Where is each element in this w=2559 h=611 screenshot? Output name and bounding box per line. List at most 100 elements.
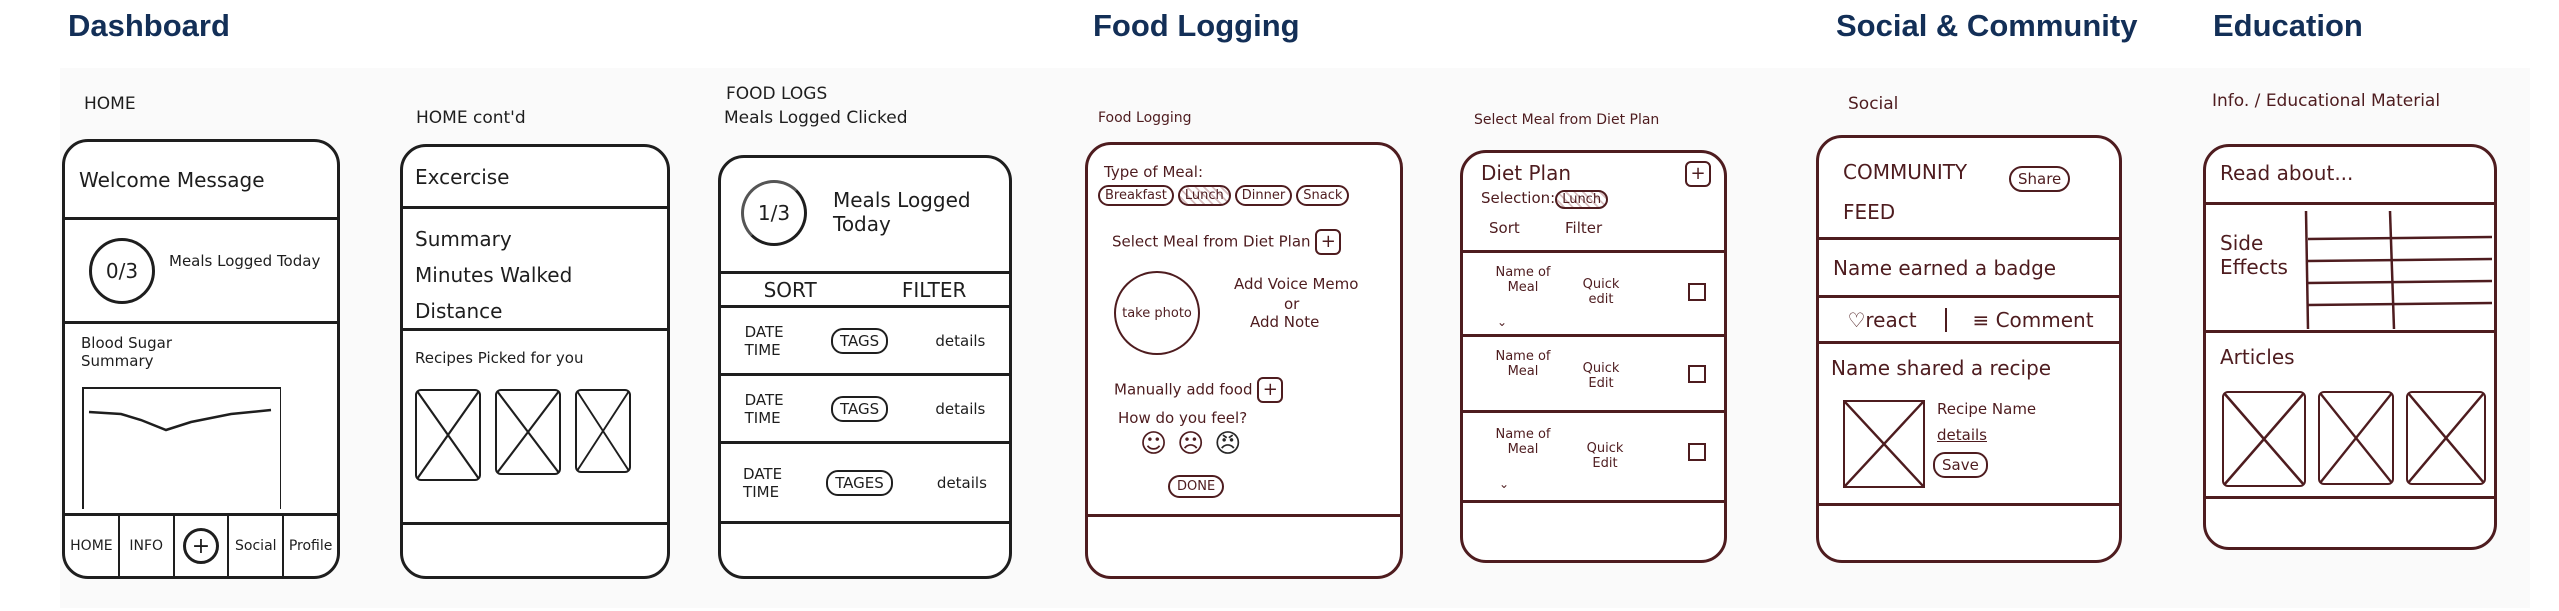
nav-home[interactable]: HOME (65, 516, 120, 576)
meal-type-selector: Breakfast Lunch Dinner Snack (1098, 185, 1350, 206)
meal-name: Name of Meal (1495, 427, 1551, 457)
log-time: TIME (744, 408, 781, 427)
select-from-plan-row[interactable]: Select Meal from Diet Plan + (1112, 229, 1342, 255)
nav-info[interactable]: INFO (120, 516, 175, 576)
chevron-down-icon[interactable]: ⌄ (1499, 477, 1510, 491)
minutes-walked: Minutes Walked (415, 263, 573, 287)
tags-pill[interactable]: TAGES (826, 469, 893, 496)
nav-social[interactable]: Social (229, 516, 285, 576)
nav-profile[interactable]: Profile (288, 538, 333, 554)
happy-face-icon[interactable]: ☺ (1140, 429, 1168, 459)
plus-icon[interactable]: + (1257, 377, 1284, 403)
sort-button[interactable]: Sort (1489, 219, 1520, 237)
article-image-placeholder[interactable] (2222, 391, 2306, 487)
plus-icon[interactable]: + (1315, 229, 1342, 255)
meals-progress-ring: 0/3 (89, 238, 155, 304)
side-effects-table (2304, 211, 2493, 329)
meal-row[interactable]: Name of Meal ⌄ Quick Edit (1463, 413, 1724, 503)
meals-progress-ring: 1/3 (741, 180, 807, 246)
meal-type-dinner[interactable]: Dinner (1234, 185, 1293, 206)
side-effects-section[interactable]: Side Effects (2206, 205, 2494, 333)
article-image-placeholder[interactable] (2406, 391, 2486, 485)
selection-row: Selection:Lunch (1481, 189, 1609, 209)
share-button[interactable]: Share (2009, 166, 2071, 192)
recipe-image-placeholder[interactable] (1843, 400, 1925, 488)
plus-icon[interactable]: + (1685, 161, 1711, 187)
quick-edit-button[interactable]: Quick edit (1582, 277, 1620, 307)
sad-face-icon[interactable]: ☹ (1177, 429, 1205, 459)
quick-edit-button[interactable]: Quick Edit (1582, 361, 1620, 391)
take-photo-button[interactable]: take photo (1114, 271, 1200, 355)
meals-text: Meals Logged Today (833, 188, 971, 236)
details-link[interactable]: details (936, 473, 987, 492)
sort-button[interactable]: SORT (763, 277, 817, 302)
screen-label-diet-plan: Select Meal from Diet Plan (1474, 112, 1660, 128)
recipe-image-placeholder[interactable] (415, 389, 481, 481)
blood-sugar-line (88, 408, 272, 432)
details-link[interactable]: details (1937, 426, 1987, 444)
meal-checkbox[interactable] (1688, 365, 1706, 383)
blood-sugar-title: Blood Sugar Summary (81, 334, 173, 370)
read-about-section[interactable]: Read about... (2206, 147, 2494, 205)
details-link[interactable]: details (935, 331, 986, 350)
recipe-name: Recipe Name (1937, 400, 2037, 418)
recipe-image-placeholder[interactable] (575, 389, 631, 473)
selection-pill[interactable]: Lunch (1555, 190, 1609, 209)
selection-label: Selection: (1481, 189, 1556, 207)
select-from-plan-label: Select Meal from Diet Plan (1112, 232, 1311, 251)
meal-name: Name of Meal (1495, 349, 1551, 379)
save-button[interactable]: Save (1933, 452, 1988, 478)
empty-area (721, 524, 1009, 576)
manual-add-row[interactable]: Manually add food + (1114, 377, 1284, 403)
meals-fraction: 0/3 (105, 259, 139, 283)
mood-selector: ☺ ☹ 😠 (1140, 429, 1241, 459)
phone-food-logging: Type of Meal: Breakfast Lunch Dinner Sna… (1085, 142, 1403, 579)
phone-home-contd: Excercise Summary Minutes Walked Distanc… (400, 144, 670, 579)
or-text: or (1284, 295, 1300, 313)
community-feed-header: COMMUNITY FEED Share (1819, 138, 2119, 240)
meals-section[interactable]: 0/3 Meals Logged Today (65, 220, 337, 324)
how-feel-label: How do you feel? (1118, 409, 1248, 427)
details-link[interactable]: details (935, 399, 986, 418)
meal-row[interactable]: Name of Meal Quick Edit (1463, 337, 1724, 413)
welcome-section: Welcome Message (65, 142, 337, 220)
filter-button[interactable]: Filter (1565, 219, 1603, 237)
blood-sugar-section[interactable]: Blood Sugar Summary (65, 324, 337, 516)
summary-title: Summary (415, 227, 512, 251)
add-note[interactable]: Add Note (1250, 313, 1320, 331)
angry-face-icon[interactable]: 😠 (1214, 429, 1242, 459)
meal-checkbox[interactable] (1688, 283, 1706, 301)
filter-button[interactable]: FILTER (901, 277, 967, 302)
comment-button[interactable]: ≡ Comment (1947, 308, 2119, 332)
react-button[interactable]: ♡react (1819, 307, 1947, 332)
meal-checkbox[interactable] (1688, 443, 1706, 461)
meals-fraction: 1/3 (757, 201, 791, 225)
diet-plan-header: Diet Plan + Selection:Lunch Sort Filter (1463, 153, 1724, 253)
quick-edit-button[interactable]: Quick Edit (1586, 441, 1624, 471)
done-button[interactable]: DONE (1168, 475, 1225, 498)
blood-sugar-chart (82, 387, 281, 509)
meal-type-lunch[interactable]: Lunch (1177, 185, 1231, 206)
nav-add-button[interactable]: + (175, 516, 230, 576)
empty-area (1463, 503, 1724, 560)
phone-social: COMMUNITY FEED Share Name earned a badge… (1816, 135, 2122, 563)
tags-pill[interactable]: TAGS (830, 327, 889, 354)
screen-label-home-contd: HOME cont'd (416, 108, 526, 128)
badge-post: Name earned a badge (1819, 240, 2119, 298)
screen-label-education: Info. / Educational Material (2212, 91, 2441, 111)
diet-plan-title: Diet Plan (1481, 161, 1572, 185)
chevron-down-icon[interactable]: ⌄ (1497, 315, 1508, 329)
phone-home: Welcome Message 0/3 Meals Logged Today B… (62, 139, 340, 579)
exercise-section[interactable]: Excercise (403, 147, 667, 209)
article-image-placeholder[interactable] (2318, 391, 2394, 485)
empty-area (1819, 506, 2119, 560)
meal-type-breakfast[interactable]: Breakfast (1098, 185, 1174, 206)
recipe-image-placeholder[interactable] (495, 389, 561, 475)
add-voice-memo[interactable]: Add Voice Memo (1234, 275, 1359, 293)
meal-type-snack[interactable]: Snack (1296, 185, 1350, 206)
meal-row[interactable]: Name of Meal ⌄ Quick edit (1463, 253, 1724, 337)
tags-pill[interactable]: TAGS (830, 395, 889, 422)
